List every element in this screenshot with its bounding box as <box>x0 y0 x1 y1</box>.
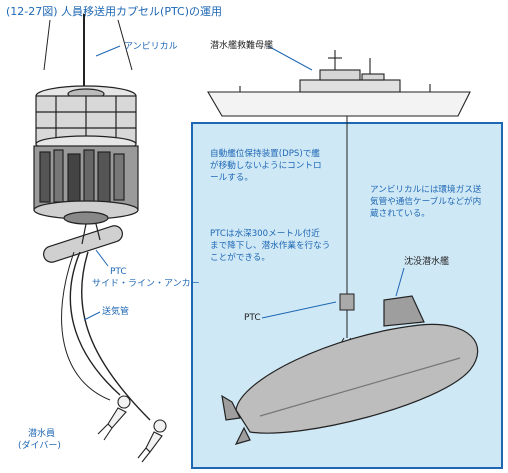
label-ptc-sea: PTC <box>244 313 261 323</box>
label-ptc-anchor-1: PTC <box>110 267 127 277</box>
figure-title: (12-27図) 人員移送用カプセル(PTC)の運用 <box>6 5 223 18</box>
divers-illustration <box>97 395 167 463</box>
label-rescue-ship: 潜水艦救難母艦 <box>210 41 274 51</box>
note-umbilical: アンビリカルには環境ガス送 気管や通信ケーブルなどが内 蔵されている。 <box>370 185 482 219</box>
label-air-hose: 送気管 <box>102 307 130 317</box>
note-dps: 自動艦位保持装置(DPS)で艦 が移動しないようにコントロ ールする。 <box>210 149 322 183</box>
rescue-ship-illustration <box>207 50 471 117</box>
sunken-submarine-illustration <box>221 295 479 445</box>
label-umbilical: アンビリカル <box>124 42 178 52</box>
label-ptc-anchor-2: サイド・ライン・アンカー <box>92 279 200 289</box>
label-diver-1: 潜水員 <box>28 429 56 439</box>
label-diver-2: (ダイバー) <box>18 441 61 451</box>
note-depth: PTCは水深300メートル付近 まで降下し、潜水作業を行なう ことができる。 <box>210 229 331 263</box>
label-sunken-submarine: 沈没潜水艦 <box>404 257 450 267</box>
ptc-capsule-illustration <box>33 14 151 421</box>
